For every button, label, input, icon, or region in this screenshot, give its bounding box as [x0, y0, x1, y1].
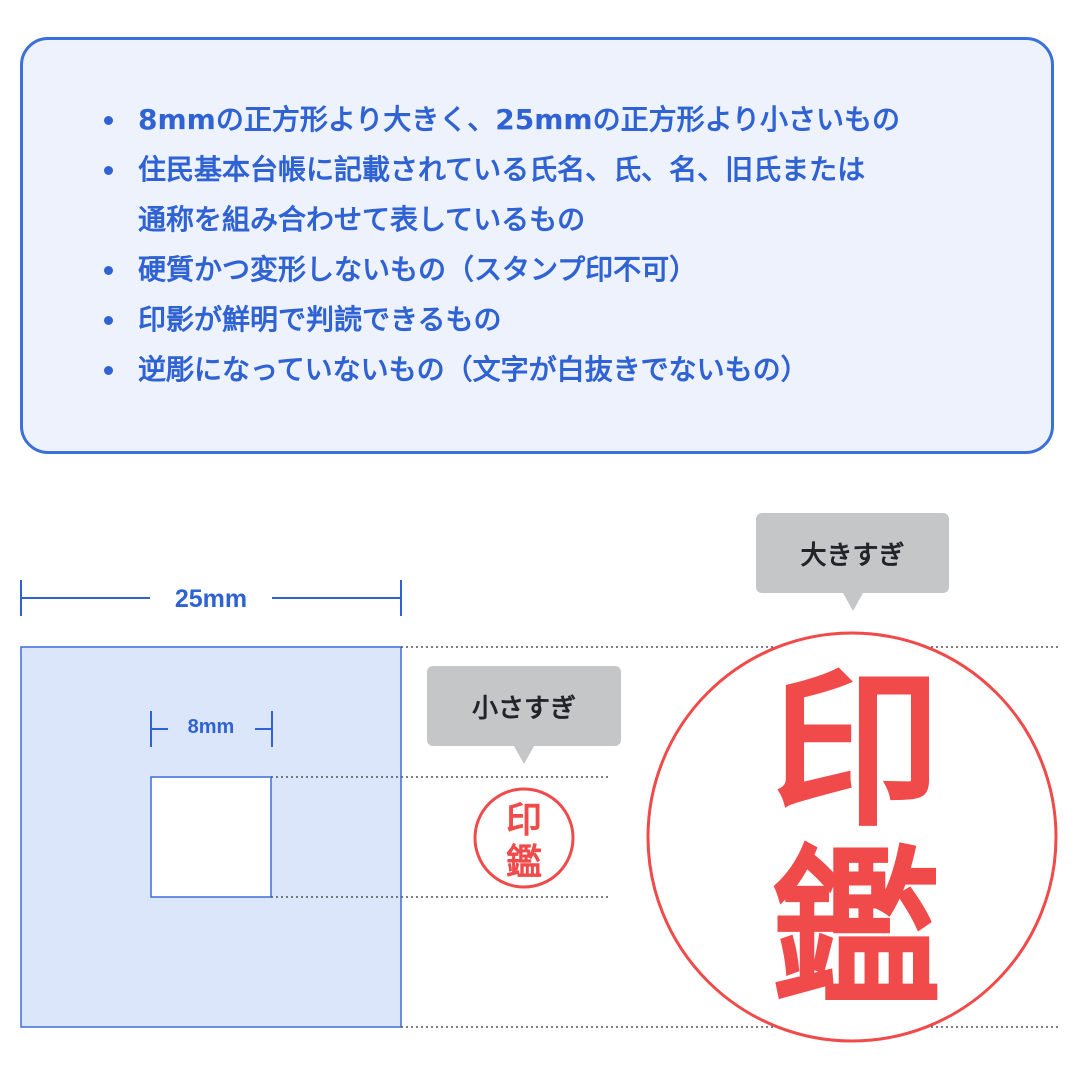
dimension-8mm-label: 8mm: [188, 716, 235, 738]
requirement-text: 住民基本台帳に記載されている氏名、氏、名、旧氏または: [138, 153, 866, 186]
requirement-text: 硬質かつ変形しないもの（スタンプ印不可）: [138, 253, 698, 286]
requirements-list: 8mmの正方形より大きく、25mmの正方形より小さいもの 住民基本台帳に記載され…: [98, 95, 900, 395]
requirement-item: 8mmの正方形より大きく、25mmの正方形より小さいもの: [98, 95, 900, 145]
requirement-text: 印影が鮮明で判読できるもの: [138, 303, 502, 336]
requirements-box: [20, 37, 1054, 454]
callout-too-large-label: 大きすぎ: [800, 540, 905, 571]
stamp-small-char-1: 印: [506, 800, 542, 841]
callout-too-large: 大きすぎ: [756, 513, 949, 611]
requirement-item: 印影が鮮明で判読できるもの: [98, 295, 900, 345]
requirement-text-continued: 通称を組み合わせて表しているもの: [138, 203, 586, 236]
requirement-text: 8mmの正方形より大きく、25mmの正方形より小さいもの: [138, 103, 901, 136]
dimension-25mm: [20, 580, 402, 616]
stamp-too-small: 印 鑑: [473, 787, 575, 889]
stamp-large-char-2: 鑑: [771, 831, 941, 1029]
callout-too-small: 小さすぎ: [427, 666, 621, 764]
guide-lines: [271, 646, 1058, 1028]
dimension-25mm-label: 25mm: [175, 585, 247, 613]
requirement-item: 硬質かつ変形しないもの（スタンプ印不可）: [98, 245, 900, 295]
requirement-text: 逆彫になっていないもの（文字が白抜きでないもの）: [138, 353, 809, 386]
requirement-item: 住民基本台帳に記載されている氏名、氏、名、旧氏または 通称を組み合わせて表してい…: [98, 145, 900, 245]
square-8mm: [150, 776, 272, 898]
stamp-large-char-1: 印: [771, 653, 941, 851]
stamp-too-large: 印 鑑: [646, 631, 1058, 1043]
requirement-item: 逆彫になっていないもの（文字が白抜きでないもの）: [98, 345, 900, 395]
callout-too-small-label: 小さすぎ: [471, 693, 576, 724]
stamp-small-char-2: 鑑: [506, 841, 542, 883]
dimension-8mm: [150, 711, 273, 747]
